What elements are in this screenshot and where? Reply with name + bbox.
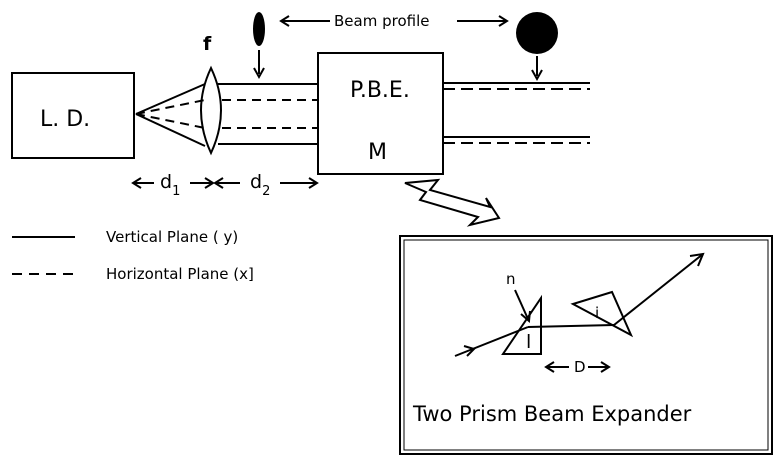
inset-title: Two Prism Beam Expander bbox=[412, 402, 692, 426]
laser-diode-label: L. D. bbox=[40, 107, 90, 132]
refractive-index-label: n bbox=[506, 270, 516, 288]
laser-diode: L. D. bbox=[11, 72, 135, 159]
collimating-lens: f bbox=[200, 33, 222, 156]
circular-beam-profile bbox=[516, 12, 558, 54]
distance-markers: d1 d2 bbox=[131, 171, 319, 199]
inset-two-prism-expander: l i n D Two Prism Beam Expander bbox=[399, 235, 773, 455]
legend: Vertical Plane ( y) Horizontal Plane (x] bbox=[12, 228, 254, 283]
lens-label: f bbox=[203, 33, 212, 55]
prism-2-label: i bbox=[595, 304, 599, 322]
distance-1-label: d1 bbox=[160, 171, 180, 199]
prism-beam-expander: P.B.E. M bbox=[317, 52, 444, 175]
beam-profile: Beam profile bbox=[253, 12, 558, 82]
prism-2 bbox=[570, 290, 634, 338]
beam-profile-label: Beam profile bbox=[334, 12, 429, 30]
inset-pointer bbox=[404, 178, 501, 227]
expander-label-bottom: M bbox=[368, 140, 387, 165]
expanded-beam bbox=[443, 82, 590, 144]
expander-label-top: P.B.E. bbox=[350, 78, 410, 103]
diverging-beam bbox=[135, 83, 206, 147]
distance-2-label: d2 bbox=[250, 171, 270, 199]
elliptical-beam-profile bbox=[253, 12, 265, 46]
legend-horizontal-label: Horizontal Plane (x] bbox=[106, 265, 254, 283]
prism-1-label: l bbox=[526, 331, 531, 353]
legend-vertical-label: Vertical Plane ( y) bbox=[106, 228, 238, 246]
collimated-beam bbox=[218, 83, 318, 145]
separation-label: D bbox=[574, 358, 586, 376]
